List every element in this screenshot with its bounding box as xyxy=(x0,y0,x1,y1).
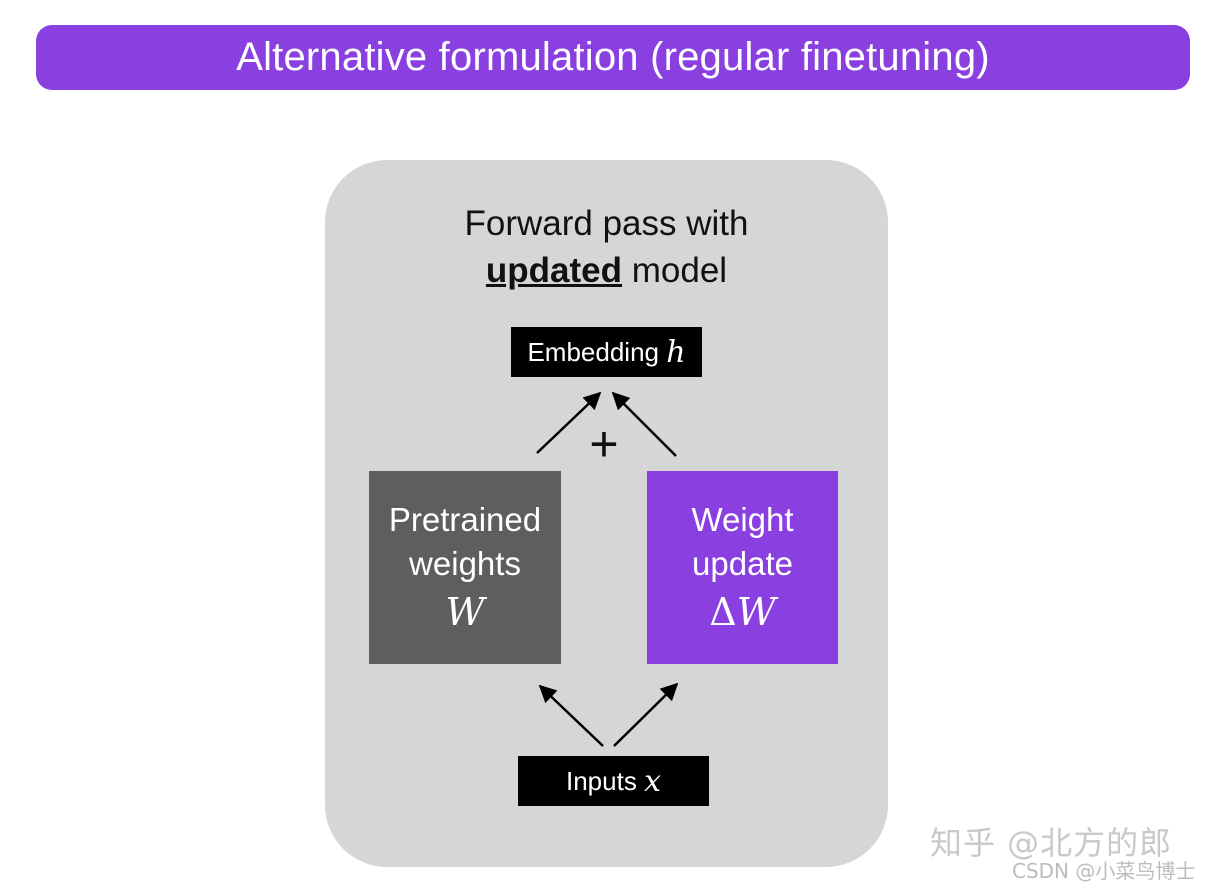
update-line-2: update xyxy=(692,544,793,582)
update-symbol-letter: W xyxy=(736,589,776,634)
inputs-box: Inputs x xyxy=(518,756,709,806)
pretrained-line-2: weights xyxy=(409,544,521,582)
title-banner: Alternative formulation (regular finetun… xyxy=(36,25,1190,90)
update-line-1: Weight xyxy=(691,500,794,538)
delta-symbol: Δ xyxy=(709,589,737,634)
heading-line-1: Forward pass with xyxy=(464,204,749,243)
heading-emphasis: updated xyxy=(485,251,623,290)
pretrained-weights-block: Pretrained weights W xyxy=(369,471,561,664)
heading-line-2: updated model xyxy=(325,247,888,294)
watermark-zhihu: 知乎 @北方的郎 xyxy=(930,824,1173,862)
embedding-label: Embedding xyxy=(527,336,667,367)
weight-update-block: Weight update ΔW xyxy=(647,471,838,664)
arrow-pretrained-to-embedding xyxy=(536,391,602,454)
heading-rest: model xyxy=(622,251,728,290)
embedding-box: Embedding h xyxy=(511,327,702,377)
inputs-variable: x xyxy=(644,763,661,799)
pretrained-line-1: Pretrained xyxy=(388,500,542,538)
slide-title: Alternative formulation (regular finetun… xyxy=(236,35,990,79)
plus-symbol: + xyxy=(589,416,619,472)
arrow-inputs-to-pretrained xyxy=(538,684,604,747)
diagram-heading: Forward pass with updated model xyxy=(325,200,888,294)
update-symbol: ΔW xyxy=(709,586,776,638)
embedding-variable: h xyxy=(666,334,686,370)
arrow-inputs-to-update xyxy=(613,682,679,747)
pretrained-symbol: W xyxy=(445,589,485,634)
arrow-update-to-embedding xyxy=(611,391,677,457)
watermark-csdn: CSDN @小菜鸟博士 xyxy=(1012,859,1196,883)
inputs-label: Inputs xyxy=(566,765,645,796)
